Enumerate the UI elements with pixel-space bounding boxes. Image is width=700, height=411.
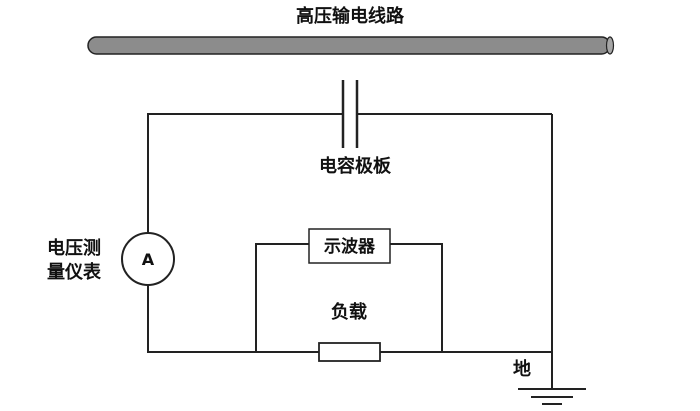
meter-label-line1: 电压测 bbox=[47, 237, 101, 259]
power-line-conductor bbox=[87, 36, 615, 55]
ground-label: 地 bbox=[513, 358, 531, 380]
wire-scope-left bbox=[255, 243, 309, 352]
wire-left-lower bbox=[147, 285, 319, 353]
meter-symbol: A bbox=[142, 250, 155, 269]
oscilloscope-box bbox=[308, 228, 391, 264]
oscilloscope-label: 示波器 bbox=[324, 236, 376, 257]
power-line-label: 高压输电线路 bbox=[296, 5, 405, 27]
wire-top-left bbox=[147, 113, 343, 233]
wire-scope-right bbox=[390, 243, 443, 352]
ground-symbol bbox=[518, 388, 586, 405]
meter-label-line2: 量仪表 bbox=[47, 261, 102, 283]
capacitor-plate-label: 电容极板 bbox=[319, 155, 392, 177]
voltage-meter bbox=[121, 232, 175, 286]
load-label: 负载 bbox=[331, 301, 367, 323]
load-resistor bbox=[318, 342, 381, 362]
